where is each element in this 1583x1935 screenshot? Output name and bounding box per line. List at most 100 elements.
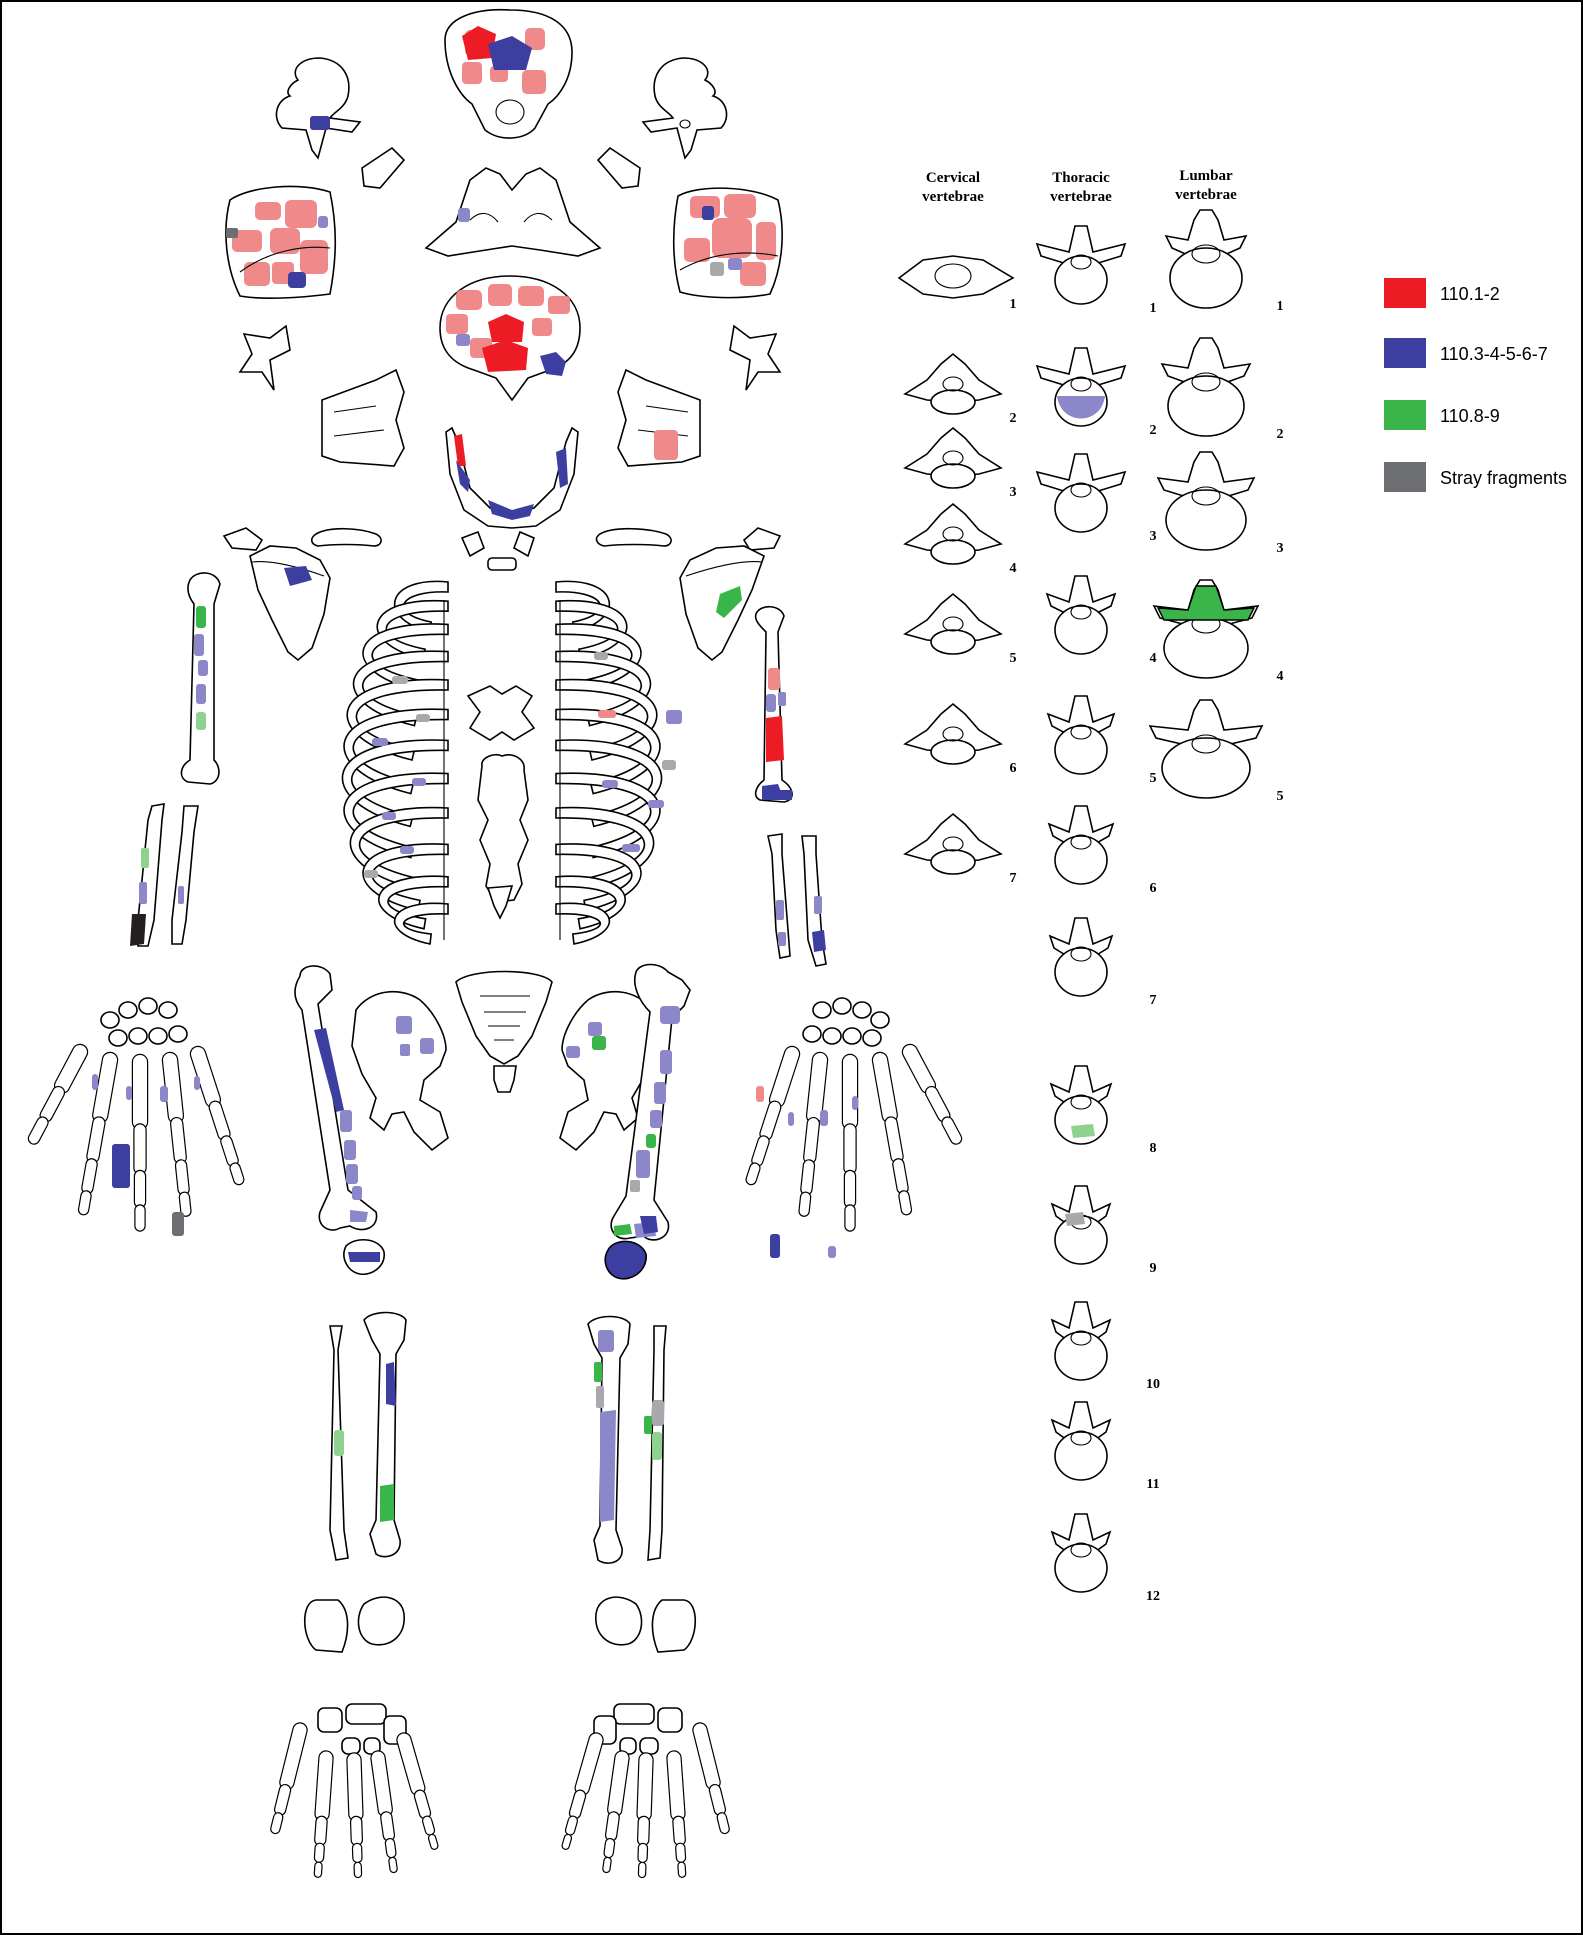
ilium-left bbox=[351, 991, 449, 1152]
hand-right-ray4-bone-2 bbox=[804, 1118, 819, 1163]
cervical-vertebra-4-foramen bbox=[942, 526, 964, 542]
foot-right-ray3-bone-1 bbox=[637, 1753, 653, 1821]
thoracic-label-3: 3 bbox=[1150, 529, 1157, 544]
lumbar-vertebra-1-body bbox=[1169, 247, 1243, 309]
hand-left-carpal-3 bbox=[138, 997, 158, 1015]
rib-left-7 bbox=[341, 739, 449, 828]
hand-right-ray2-bone-4 bbox=[899, 1191, 911, 1215]
thoracic-label-10: 10 bbox=[1146, 1377, 1160, 1392]
lumbar-vertebra-5-foramen bbox=[1191, 734, 1221, 754]
foot-right-ray1-bone-2 bbox=[709, 1785, 725, 1815]
thoracic-label-6: 6 bbox=[1150, 881, 1157, 896]
lumbar-header-line2: vertebrae bbox=[1175, 187, 1237, 203]
rib-fragment-5 bbox=[382, 812, 396, 820]
thoracic-vertebra-4-arch bbox=[1045, 575, 1117, 615]
foot-left-ray5-bone-3 bbox=[423, 1816, 434, 1835]
lower-legs bbox=[329, 1311, 667, 1564]
foot-left-ray2-bone-3 bbox=[315, 1843, 324, 1862]
temporal-petrous-left bbox=[238, 324, 291, 391]
maxilla-right bbox=[617, 368, 701, 467]
thoracic-vertebra-7-body bbox=[1054, 947, 1108, 997]
sacrum bbox=[455, 970, 553, 1065]
foot-right-ray4-bone-1 bbox=[608, 1751, 629, 1816]
femur-right bbox=[610, 963, 691, 1241]
zygomatic-left bbox=[361, 146, 406, 189]
rib-fragment-6 bbox=[400, 846, 414, 854]
manubrium-piece-2 bbox=[513, 530, 535, 558]
cervical-label-3: 3 bbox=[1010, 485, 1017, 500]
legend: 110.1-2 110.3-4-5-6-7 110.8-9 Stray frag… bbox=[1384, 278, 1567, 492]
hand-left-carpal-1 bbox=[100, 1011, 120, 1029]
frontal-blue-fragment bbox=[488, 36, 532, 70]
lumbar-label-5: 5 bbox=[1277, 789, 1284, 804]
rib-fragment-12 bbox=[662, 760, 676, 770]
scapula-right-green bbox=[716, 586, 742, 618]
legend-label-red: 110.1-2 bbox=[1440, 284, 1500, 304]
lumbar-vertebra-3-foramen bbox=[1191, 486, 1221, 506]
thoracic-vertebra-1-foramen bbox=[1070, 254, 1092, 270]
cervical-vertebra-2-body bbox=[930, 389, 976, 415]
thoracic-vertebra-7-arch bbox=[1048, 917, 1114, 957]
coccyx bbox=[493, 1065, 517, 1093]
rib-right-6 bbox=[555, 708, 661, 795]
cervical-label-4: 4 bbox=[1010, 561, 1017, 576]
thoracic-vertebra-12-arch bbox=[1050, 1513, 1112, 1553]
hand-fragment-4 bbox=[194, 1076, 200, 1090]
foot-right-ray2-bone-4 bbox=[678, 1862, 686, 1877]
rib-right-8 bbox=[555, 772, 661, 859]
hand-fragment-10 bbox=[852, 1096, 858, 1110]
hand-right-ray2-bone-2 bbox=[885, 1117, 903, 1163]
clavicle-right bbox=[595, 527, 672, 547]
foot-left-tarsal-3 bbox=[341, 1737, 361, 1755]
hand-fragment-9 bbox=[820, 1110, 828, 1126]
cervical-label-5: 5 bbox=[1010, 651, 1017, 666]
cervical-vertebra-2-foramen bbox=[942, 376, 964, 392]
manubrium-piece bbox=[460, 530, 485, 558]
foot-left-tarsal-1 bbox=[317, 1707, 343, 1733]
hand-left-carpal-7 bbox=[148, 1027, 168, 1045]
foot-left-ray3-bone-2 bbox=[351, 1816, 362, 1845]
hand-left-carpal-4 bbox=[158, 1001, 178, 1019]
foot-right-ray5-bone-2 bbox=[570, 1790, 586, 1819]
foot-left-calcaneus bbox=[304, 1599, 349, 1653]
thoracic-vertebra-11-body bbox=[1054, 1431, 1108, 1481]
cervical-vertebra-7-body bbox=[930, 849, 976, 875]
forearms bbox=[130, 803, 827, 967]
thoracic-label-9: 9 bbox=[1150, 1261, 1157, 1276]
temporal-blue-fragment bbox=[310, 116, 330, 130]
thoracic-8-fragment bbox=[1071, 1124, 1095, 1138]
foot-left-ray2-bone-1 bbox=[315, 1751, 333, 1821]
rib-right-5 bbox=[555, 678, 658, 761]
sternum-body bbox=[477, 753, 529, 903]
hand-fragment-3 bbox=[160, 1086, 168, 1102]
thoracic-vertebra-7-foramen bbox=[1070, 946, 1092, 962]
skull-right-temporal bbox=[641, 57, 728, 160]
xiphoid bbox=[486, 885, 514, 920]
hands bbox=[27, 997, 963, 1258]
clavicle-left bbox=[310, 527, 382, 547]
hand-fragment-12 bbox=[828, 1246, 836, 1258]
hand-right-ray4-bone-1 bbox=[807, 1053, 827, 1123]
cervical-header-line1: Cervical bbox=[926, 170, 980, 186]
foot-right-calcaneus bbox=[651, 1599, 696, 1653]
thoracic-vertebra-1-body bbox=[1054, 255, 1108, 305]
thoracic-vertebra-4-body bbox=[1054, 605, 1108, 655]
hand-left-ray2-bone-1 bbox=[93, 1053, 117, 1123]
hand-left-ray4-bone-1 bbox=[163, 1053, 183, 1123]
thoracic-vertebra-12-foramen bbox=[1070, 1542, 1092, 1558]
foot-left-ray1-bone-3 bbox=[271, 1813, 283, 1833]
hand-right-carpal-6 bbox=[842, 1027, 862, 1045]
lumbar-vertebra-2-body bbox=[1167, 375, 1245, 437]
rib-fragment-1 bbox=[392, 676, 408, 684]
thoracic-vertebra-2-arch bbox=[1035, 347, 1127, 387]
legend-swatch-gray bbox=[1384, 462, 1426, 492]
sternum-group bbox=[466, 685, 536, 920]
foot-left-ray5-bone-4 bbox=[429, 1835, 438, 1849]
thoracic-label-12: 12 bbox=[1146, 1589, 1160, 1604]
thoracic-label-8: 8 bbox=[1150, 1141, 1157, 1156]
hand-right-ray2-bone-1 bbox=[873, 1053, 897, 1123]
cervical-label-7: 7 bbox=[1010, 871, 1017, 886]
foot-right-ray5-bone-4 bbox=[562, 1835, 571, 1849]
